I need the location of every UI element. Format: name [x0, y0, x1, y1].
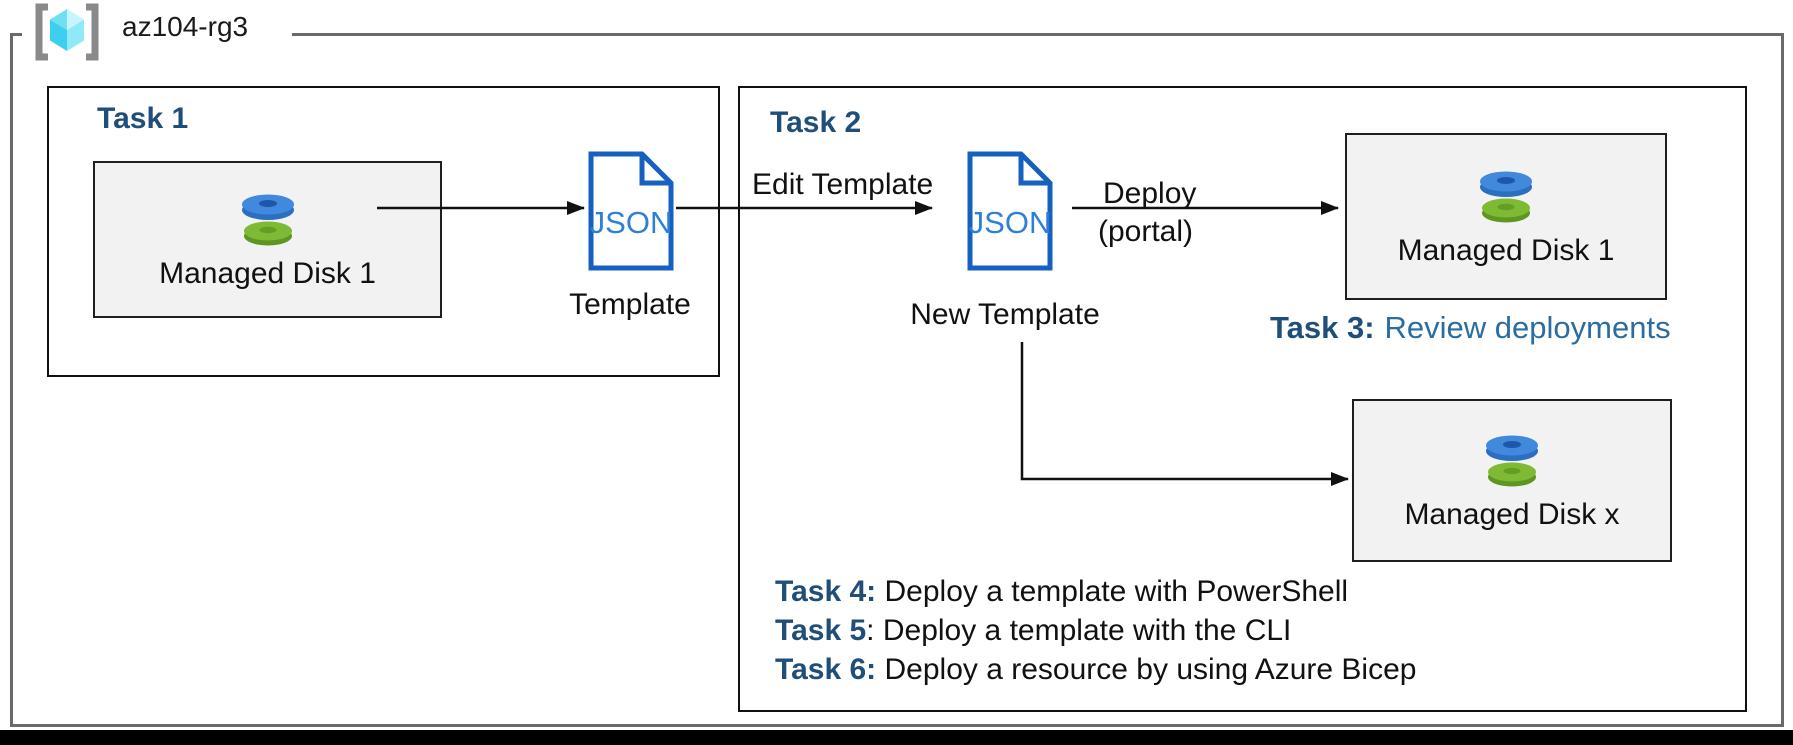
edit-template-arrow-label: Edit Template: [752, 168, 934, 201]
template-caption: Template: [569, 288, 691, 321]
task6-line: Task 6: Deploy a resource by using Azure…: [775, 650, 1416, 689]
resource-group-name: az104-rg3: [122, 11, 249, 42]
task5-line: Task 5: Deploy a template with the CLI: [775, 611, 1416, 650]
managed-disk-icon: [241, 194, 294, 245]
managed-disk-x-card: Managed Disk x: [1352, 399, 1672, 562]
resource-group-icon: [35, 3, 99, 61]
managed-disk-1-card: Managed Disk 1: [93, 161, 442, 318]
new-template-caption: New Template: [910, 298, 1100, 331]
bottom-bar: [0, 730, 1793, 745]
json-new-template-icon-text: JSON: [969, 205, 1052, 240]
task6-prefix: Task 6:: [775, 653, 877, 686]
task3-line: Task 3: Review deployments: [1270, 310, 1671, 346]
task1-title: Task 1: [97, 102, 189, 135]
task5-prefix: Task 5: [775, 614, 867, 647]
task-list: Task 4: Deploy a template with PowerShel…: [775, 572, 1416, 689]
task3-text: Review deployments: [1384, 310, 1671, 345]
managed-disk-1-deployed-label: Managed Disk 1: [1397, 233, 1615, 267]
resource-group-border-gap: [22, 30, 292, 40]
managed-disk-1-deployed-card: Managed Disk 1: [1345, 133, 1667, 300]
task6-text: Deploy a resource by using Azure Bicep: [876, 653, 1417, 686]
task4-line: Task 4: Deploy a template with PowerShel…: [775, 572, 1416, 611]
task5-text: : Deploy a template with the CLI: [866, 614, 1292, 647]
deploy-arrow-label: Deploy: [1103, 177, 1197, 210]
managed-disk-x-label: Managed Disk x: [1404, 497, 1620, 531]
managed-disk-icon: [1486, 435, 1538, 486]
json-template-icon: JSON: [588, 151, 674, 271]
task4-text: Deploy a template with PowerShell: [876, 575, 1349, 608]
managed-disk-icon: [1480, 171, 1532, 222]
task2-title: Task 2: [770, 106, 862, 139]
managed-disk-1-label: Managed Disk 1: [159, 256, 376, 290]
resource-group-border: [10, 33, 1784, 727]
deploy-portal-arrow-label: (portal): [1098, 215, 1194, 248]
json-template-icon-text: JSON: [590, 205, 673, 240]
task3-prefix: Task 3:: [1270, 310, 1375, 345]
task4-prefix: Task 4:: [775, 575, 877, 608]
json-new-template-icon: JSON: [967, 151, 1053, 271]
